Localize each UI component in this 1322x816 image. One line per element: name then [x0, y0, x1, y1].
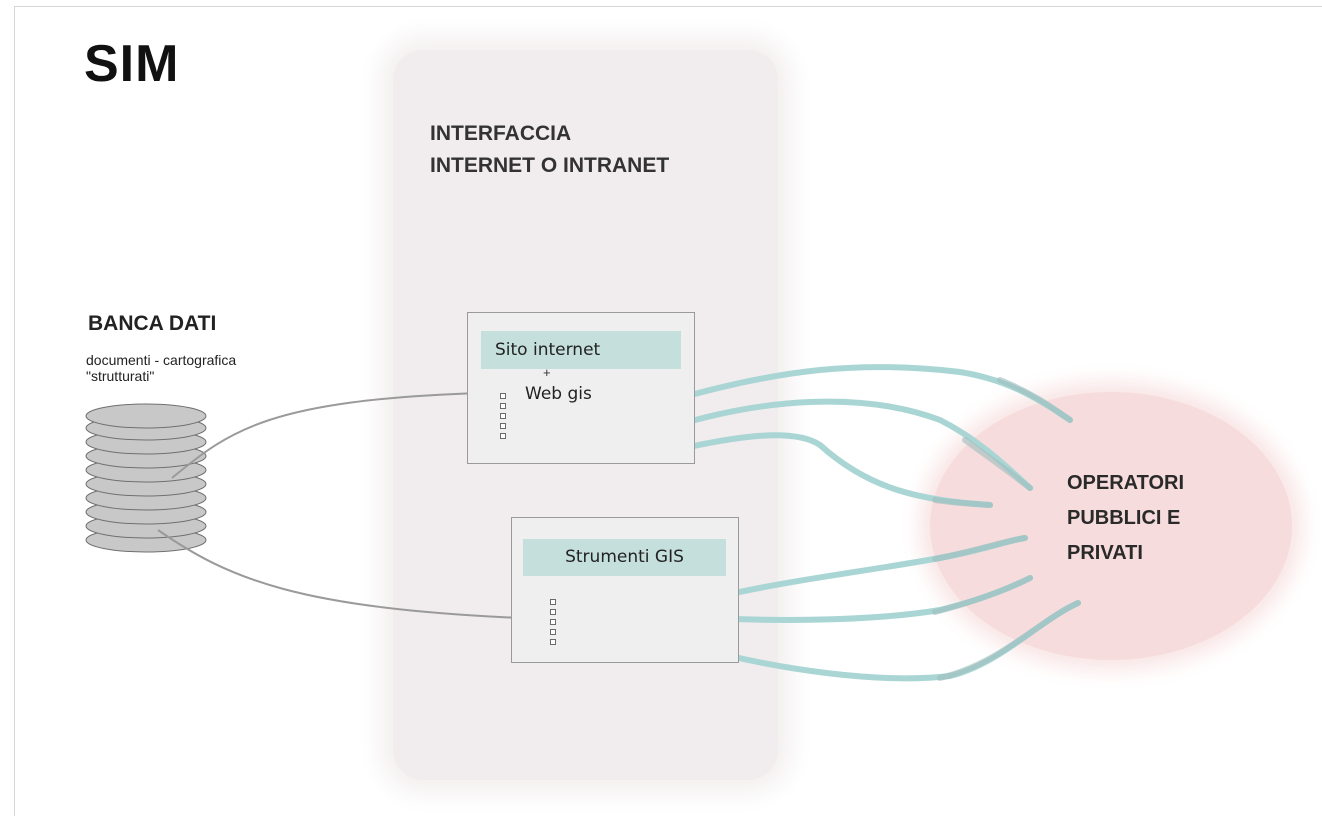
- page-title: SIM: [84, 35, 180, 93]
- database-subtitle-line-1: documenti - cartografica: [86, 352, 237, 368]
- website-webgis-box: Sito internet + Web gis: [467, 312, 695, 464]
- gis-bullet-list: [550, 599, 556, 645]
- operators-label-line-2: PUBBLICI E: [1067, 507, 1181, 529]
- bullet-icon: [550, 639, 556, 645]
- website-header: Sito internet: [481, 331, 681, 369]
- bullet-icon: [500, 413, 506, 419]
- interface-label: INTERFACCIA INTERNET O INTRANET: [430, 118, 669, 182]
- operators-label-line-3: PRIVATI: [1067, 542, 1143, 564]
- plus-sign: +: [543, 365, 551, 380]
- interface-label-line-2: INTERNET O INTRANET: [430, 154, 670, 177]
- bullet-icon: [500, 423, 506, 429]
- bullet-icon: [550, 629, 556, 635]
- bullet-icon: [500, 393, 506, 399]
- bullet-icon: [550, 599, 556, 605]
- database-title: BANCA DATI: [88, 312, 217, 335]
- interface-label-line-1: INTERFACCIA: [430, 122, 572, 145]
- website-bullet-list: [500, 393, 506, 439]
- bullet-icon: [550, 609, 556, 615]
- gis-tools-box: Strumenti GIS: [511, 517, 739, 663]
- bullet-icon: [550, 619, 556, 625]
- database-subtitle: documenti - cartografica "strutturati": [86, 352, 236, 384]
- bullet-icon: [500, 403, 506, 409]
- operators-label: OPERATORI PUBBLICI E PRIVATI: [1067, 466, 1184, 571]
- bullet-icon: [500, 433, 506, 439]
- webgis-label: Web gis: [525, 384, 592, 404]
- database-subtitle-line-2: "strutturati": [86, 368, 155, 384]
- page-frame: [14, 6, 1322, 816]
- operators-label-line-1: OPERATORI: [1067, 472, 1185, 494]
- gis-tools-header: Strumenti GIS: [523, 539, 726, 576]
